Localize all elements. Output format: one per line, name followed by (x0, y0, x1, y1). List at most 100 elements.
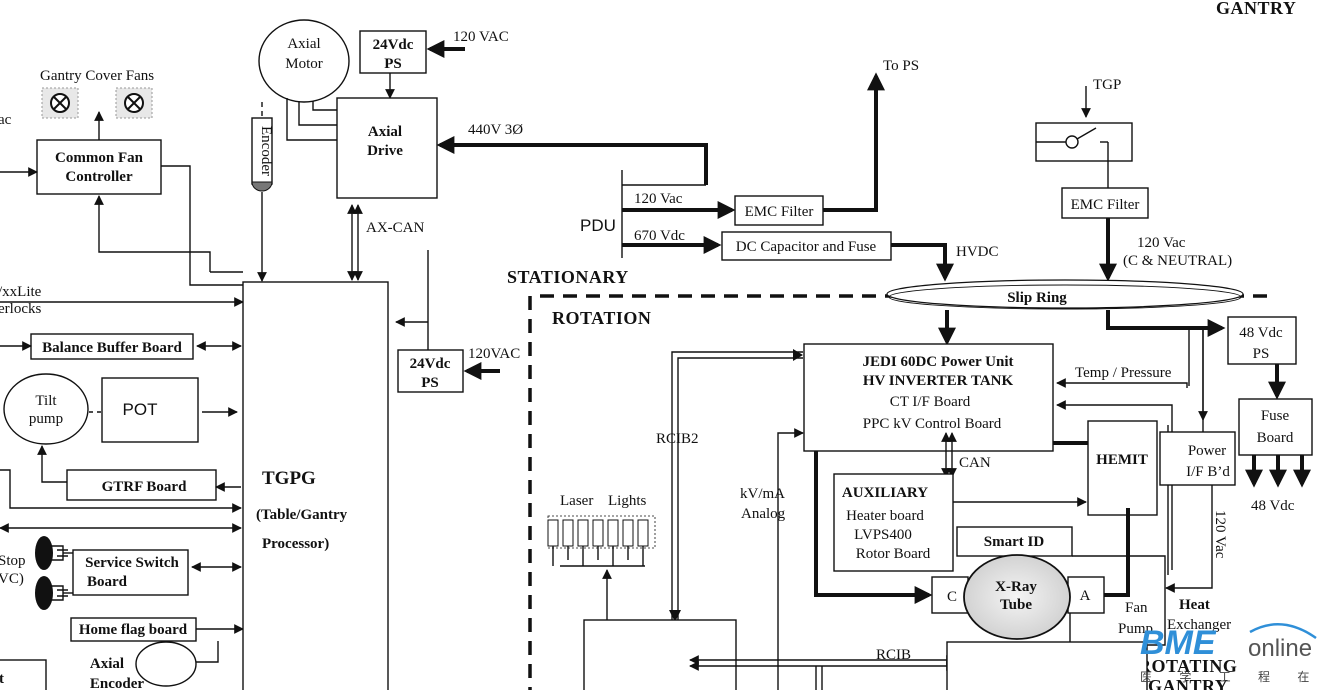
ps24-top-label-1: 24Vdc (373, 37, 414, 53)
ps48-label-1: 48 Vdc (1239, 325, 1283, 341)
xray-tube-label-1: X-Ray (995, 579, 1037, 595)
gtrf-board-label: GTRF Board (102, 479, 188, 495)
hemit-box (1087, 420, 1158, 516)
ac-partial-label: ac (0, 112, 12, 128)
auxiliary-label-1: AUXILIARY (842, 485, 928, 501)
axial-motor-circle (258, 19, 350, 103)
smart-id-label: Smart ID (984, 534, 1045, 550)
temp-pressure-arrow (1056, 378, 1188, 388)
emc-filter-pdu-box (734, 195, 824, 226)
can-label: CAN (959, 455, 991, 471)
ps48-box (1227, 316, 1297, 365)
emc-filter-right-box (1061, 187, 1149, 219)
watermark-swoosh-icon (1249, 623, 1317, 640)
xray-tube-circle (963, 554, 1071, 640)
tgpg-label: TGPG (262, 468, 316, 489)
ps24-mid-label-1: 24Vdc (410, 356, 451, 372)
vac120-pdu-label: 120 Vac (634, 191, 683, 207)
power-if-label-2: I/F B’d (1186, 464, 1230, 480)
power-if-label-1: Power (1188, 443, 1226, 459)
rcib2-line-outer (671, 351, 803, 620)
vac120-mid-label: 120VAC (468, 346, 520, 362)
common-fan-controller-box (36, 139, 162, 195)
tgp-label: TGP (1093, 77, 1121, 93)
power-if-box (1159, 431, 1236, 486)
vac120-neutral-label-1: 120 Vac (1137, 235, 1186, 251)
common-fan-controller-label-2: Controller (65, 169, 133, 185)
tgpg-sublabel-1: (Table/Gantry (256, 507, 348, 523)
auxiliary-box (833, 473, 954, 572)
interlocks-label: erlocks (0, 301, 41, 317)
kvma-analog-arrow (777, 428, 804, 690)
rcib2-line-inner (677, 357, 803, 620)
axial-encoder-label-2: Encoder (90, 676, 145, 690)
vc-label: VC) (0, 571, 24, 587)
power-if-to-heat-exchanger-arrow (1165, 485, 1213, 593)
tilt-pump-label-2: pump (29, 411, 63, 427)
balance-buffer-board-box (30, 333, 194, 360)
stop-switch-icon (35, 576, 73, 610)
slip-ring-to-48v-ps-arrow (1106, 310, 1226, 337)
laser-label: Laser (560, 493, 593, 509)
ps24-mid-label-2: PS (421, 375, 439, 391)
ps24-top-box (359, 30, 427, 74)
fuse-board-label-2: Board (1257, 430, 1294, 446)
rotating-processor-box (583, 619, 737, 690)
heat-exchanger-to-jedi-arrow (1056, 400, 1173, 570)
dc-cap-to-slip-ring-arrow (891, 243, 954, 282)
auxiliary-label-2: Heater board (846, 508, 924, 524)
section-label-gantry: GANTRY (1216, 0, 1296, 18)
encoder-label: Encoder (258, 126, 274, 176)
auxiliary-label-4: Rotor Board (856, 546, 931, 562)
tgpg-sublabel-2: Processor) (262, 536, 329, 552)
watermark-brand: BME (1140, 624, 1217, 662)
axial-motor-label-1: Axial (287, 36, 320, 52)
pot-label: POT (123, 400, 158, 419)
rcib2-arrowhead-jedi (793, 349, 803, 361)
service-switch-board-label-1: Service Switch (85, 555, 179, 571)
jedi-to-cathode-arrow (814, 451, 933, 604)
hvdc-label: HVDC (956, 244, 999, 260)
rcib2-label: RCIB2 (656, 431, 699, 447)
vac120-vertical-label: 120 Vac (1212, 510, 1228, 559)
partial-box (0, 659, 47, 690)
motor-drive-link-1 (312, 101, 337, 111)
axial-drive-label-2: Drive (367, 143, 403, 159)
bottom-right-box (946, 641, 1148, 690)
kvma-label-2: Analog (741, 506, 786, 522)
xxlite-label: /xxLite (0, 284, 42, 300)
fuse-board-box (1238, 398, 1313, 456)
tgpg-to-fan-controller-arrow (94, 195, 211, 272)
bmeonline-watermark: BME online 医 学 工 程 在 线 (1140, 623, 1322, 684)
temp-pressure-label: Temp / Pressure (1075, 365, 1172, 381)
balance-buffer-board-label: Balance Buffer Board (42, 340, 182, 356)
motor-drive-link-2 (298, 101, 337, 126)
ps48-label-2: PS (1253, 346, 1270, 362)
laser-lights-icon (547, 515, 656, 567)
fan-label: Fan (1125, 600, 1148, 616)
ps24-mid-box (397, 349, 464, 393)
auxiliary-label-3: LVPS400 (854, 527, 912, 543)
vdc48-out-label: 48 Vdc (1251, 498, 1295, 514)
kvma-label-1: kV/mA (740, 486, 785, 502)
motor-drive-link-3 (286, 98, 337, 141)
fan-controller-to-tgpg-line (161, 165, 243, 286)
pot-box (101, 377, 199, 443)
tilt-pump-circle (3, 373, 89, 445)
vac120-neutral-label-2: (C & NEUTRAL) (1123, 253, 1232, 269)
fan-icon (115, 87, 153, 119)
left-to-tgpg-arrow-1 (0, 469, 242, 513)
gtrf-board-box (66, 469, 217, 501)
axial-motor-label-2: Motor (285, 56, 323, 72)
fan-icon (41, 87, 79, 119)
section-label-stationary: STATIONARY (507, 267, 629, 287)
service-switch-board-box (72, 549, 189, 596)
dc-cap-fuse-label: DC Capacitor and Fuse (736, 239, 877, 255)
partial-box-label: t (0, 671, 4, 687)
to-ps-label: To PS (883, 58, 919, 74)
fuse-board-label-1: Fuse (1261, 408, 1290, 424)
cathode-label: C (947, 589, 957, 605)
xray-tube-label-2: Tube (1000, 597, 1032, 613)
dc-cap-fuse-box (721, 231, 892, 261)
